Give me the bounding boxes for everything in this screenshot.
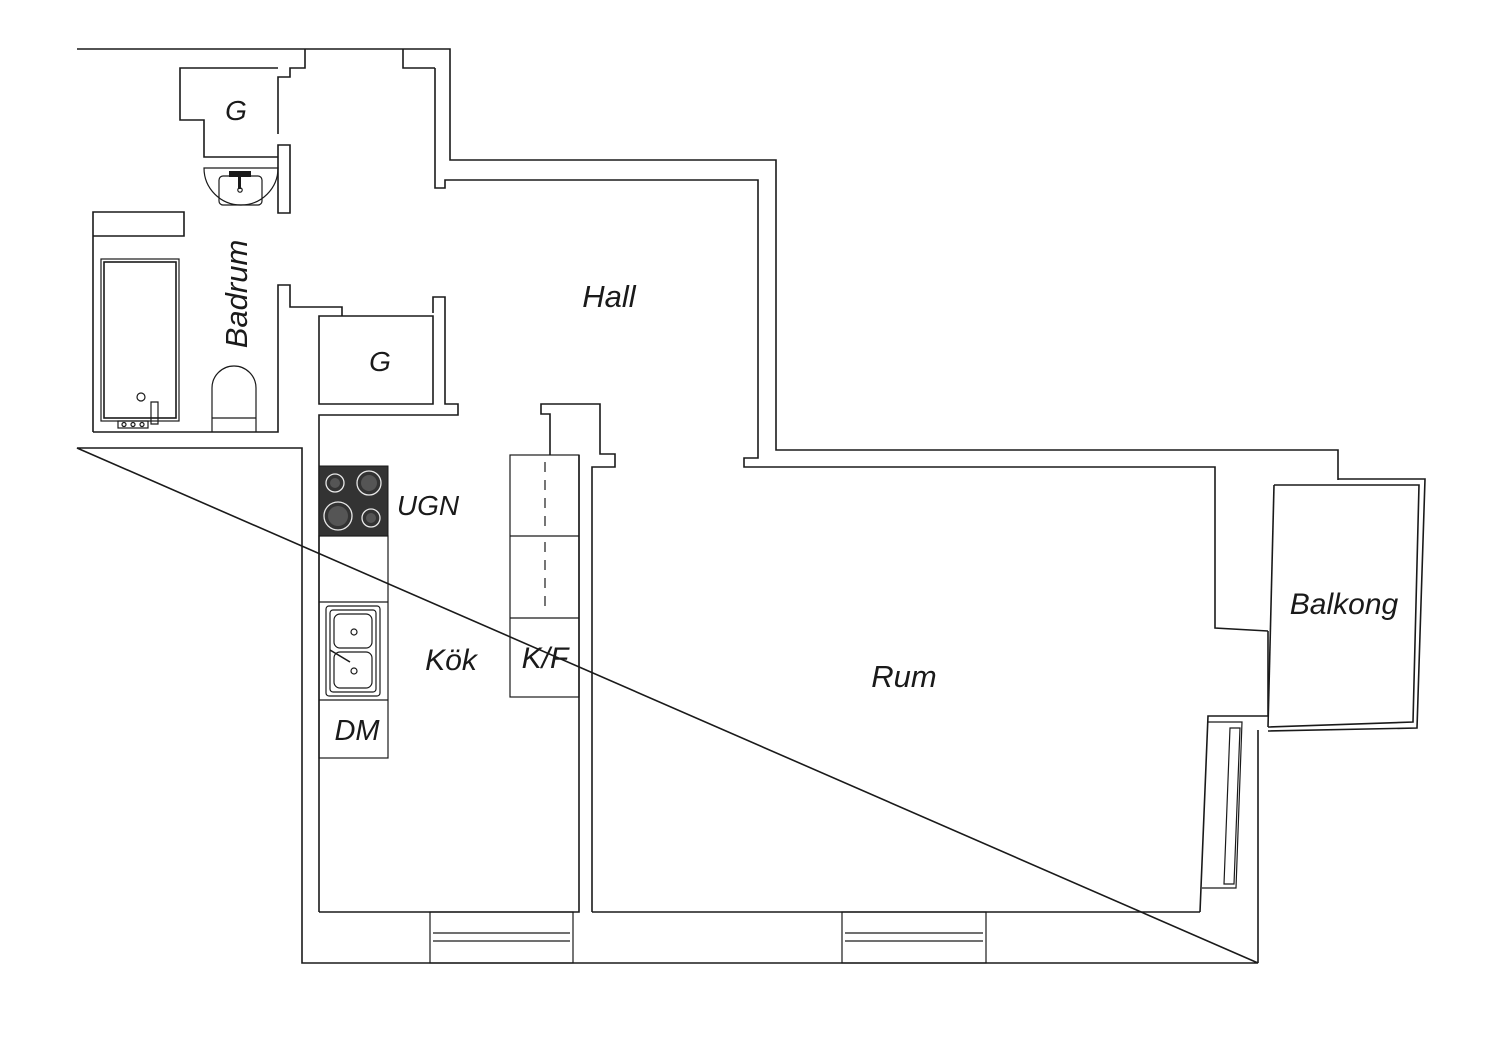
appliance-label-kf: K/F	[522, 642, 570, 675]
washbasin	[203, 167, 279, 206]
room-label-closet-upper: G	[225, 95, 247, 126]
balcony	[1267, 478, 1426, 732]
appliance-label-ugn: UGN	[397, 490, 460, 521]
window-balcony-door	[1202, 721, 1243, 889]
sink	[325, 605, 381, 697]
kitchen-counter	[318, 535, 389, 759]
room-label-balkong: Balkong	[1290, 588, 1399, 621]
exterior-walls	[76, 48, 1339, 964]
room-label-closet-lower: G	[369, 346, 391, 377]
appliance-label-dm: DM	[334, 715, 380, 747]
window-room	[841, 911, 987, 964]
room-label-badrum: Badrum	[219, 240, 254, 349]
bathtub	[100, 258, 180, 429]
toilet	[211, 365, 257, 432]
fridge-freezer-unit	[509, 454, 580, 698]
room-label-rum: Rum	[871, 659, 936, 694]
room-label-kok: Kök	[425, 644, 479, 677]
room-label-hall: Hall	[582, 279, 637, 314]
interior-walls	[92, 49, 1269, 913]
window-kitchen	[429, 911, 574, 964]
stove	[318, 465, 389, 537]
